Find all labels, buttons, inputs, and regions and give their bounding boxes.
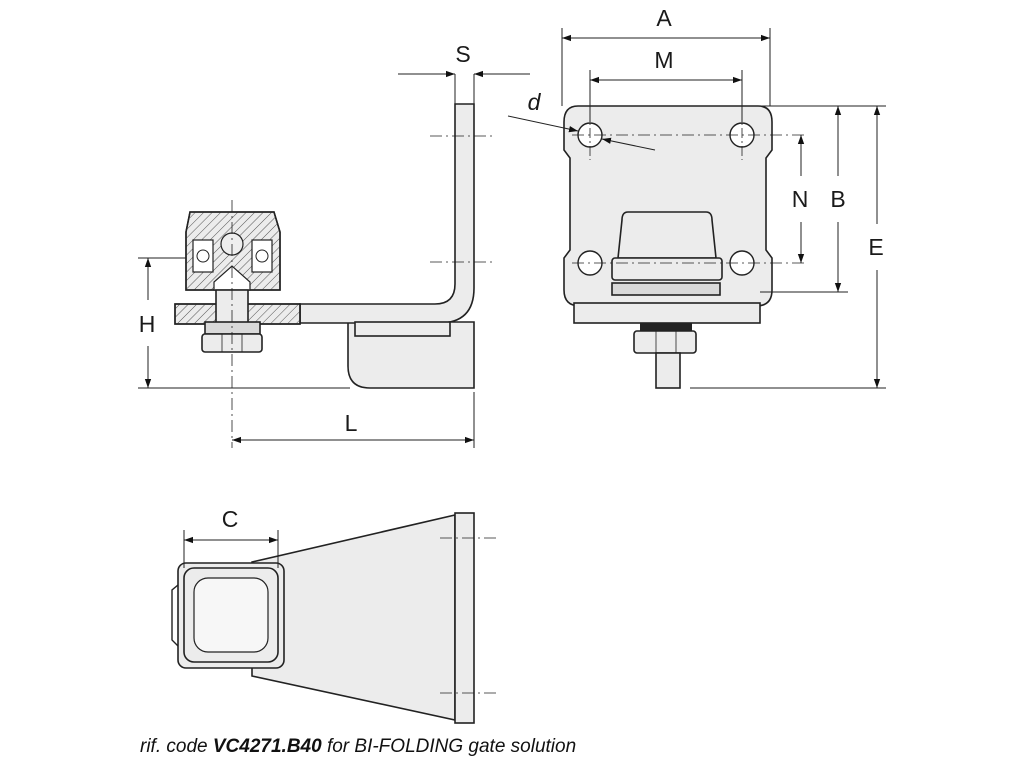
label-S: S xyxy=(455,41,470,67)
label-C: C xyxy=(222,506,239,532)
front-nut xyxy=(633,330,697,354)
caption-prefix: rif. code xyxy=(140,736,213,757)
roller-body xyxy=(611,257,723,281)
drawing-caption: rif. code VC4271.B40 for BI-FOLDING gate… xyxy=(140,736,576,758)
base-strip xyxy=(354,321,451,337)
top-view xyxy=(171,512,496,724)
side-view xyxy=(174,103,496,448)
label-E: E xyxy=(868,234,883,260)
front-view xyxy=(563,105,804,389)
label-H: H xyxy=(139,311,156,337)
label-B: B xyxy=(830,186,845,212)
label-N: N xyxy=(792,186,809,212)
lock-washer xyxy=(640,323,692,331)
left-bearing-ball xyxy=(196,249,210,263)
front-view-dimensions xyxy=(507,28,886,389)
roller-cap xyxy=(617,211,717,259)
plate-base xyxy=(573,302,761,324)
label-L: L xyxy=(345,410,358,436)
washer xyxy=(204,321,261,335)
top-view-dimensions xyxy=(183,530,279,568)
right-bearing-ball xyxy=(255,249,269,263)
label-A: A xyxy=(656,5,672,31)
side-view-dimensions xyxy=(138,70,530,448)
label-d: d xyxy=(528,89,542,115)
front-bolt xyxy=(655,352,681,389)
wheel-base-block xyxy=(347,321,475,389)
top-view-flange xyxy=(454,512,475,724)
caption-code: VC4271.B40 xyxy=(212,736,322,757)
roller-square-core xyxy=(193,577,269,653)
bracket-vertical-plate xyxy=(299,103,475,324)
label-M: M xyxy=(654,47,673,73)
roller-washer xyxy=(611,282,721,296)
caption-suffix: for BI-FOLDING gate solution xyxy=(321,736,577,757)
